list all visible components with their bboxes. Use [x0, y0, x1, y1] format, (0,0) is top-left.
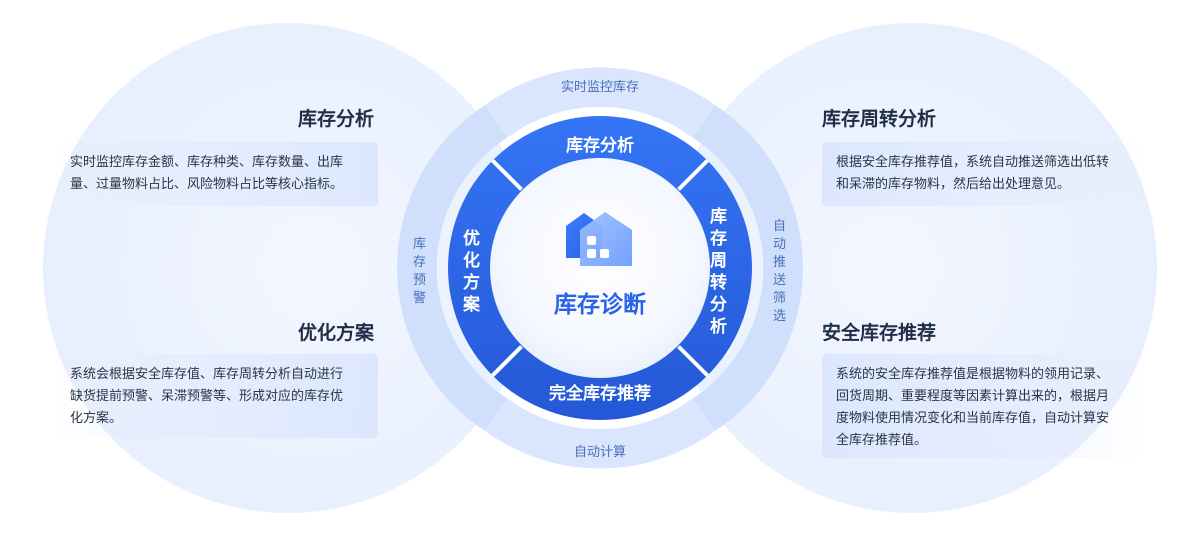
- ring-separators: [491, 159, 709, 377]
- ring-label-right-char: 析: [710, 317, 727, 337]
- ring-label-left-char: 优: [463, 229, 480, 249]
- panel-text-line: 系统会根据安全库存值、库存周转分析自动进行: [70, 367, 344, 382]
- band-label-right-char: 自: [773, 219, 787, 234]
- panel-top-left-heading: 库存分析: [298, 108, 375, 130]
- ring-label-right-char: 周: [710, 251, 727, 271]
- band-label-left: 库存预警: [413, 236, 426, 308]
- outer-band-bottom: [484, 398, 716, 469]
- ring-label-left-char: 化: [463, 251, 480, 271]
- panel-text-line: 量、过量物料占比、风险物料占比等核心指标。: [70, 177, 344, 192]
- band-label-left-char: 存: [413, 255, 427, 270]
- band-label-top: 实时监控库存: [560, 80, 639, 95]
- panel-bottom-right-card: 系统的安全库存推荐值是根据物料的领用记录、回货周期、重要程度等因素计算出来的，根…: [822, 354, 1144, 458]
- panel-top-left-card: 实时监控库存金额、库存种类、库存数量、出库量、过量物料占比、风险物料占比等核心指…: [56, 142, 378, 206]
- outer-band-top: [484, 67, 716, 138]
- band-label-right-char: 推: [773, 255, 787, 270]
- ring-label-top: 库存分析: [566, 136, 634, 156]
- ring-label-left-char: 案: [463, 295, 480, 315]
- ring-label-bottom: 完全库存推荐: [549, 384, 651, 404]
- band-label-left-char: 预: [413, 273, 427, 288]
- panel-text-line: 缺货提前预警、呆滞预警等、形成对应的库存优: [70, 389, 344, 404]
- center-circle: [490, 158, 710, 378]
- band-label-right-char: 送: [773, 273, 787, 288]
- ring-label-left: 优化方案: [463, 228, 480, 316]
- panel-text-line: 度物料使用情况变化和当前库存值，自动计算安: [836, 411, 1110, 426]
- band-label-right-char: 筛: [773, 291, 787, 306]
- outer-band-right: [692, 105, 803, 431]
- center-title: 库存诊断: [554, 292, 646, 318]
- panel-text-line: 实时监控库存金额、库存种类、库存数量、出库: [70, 155, 344, 170]
- panel-text-line: 全库存推荐值。: [836, 433, 928, 448]
- band-label-right-char: 动: [773, 237, 787, 252]
- warehouse-icon: [566, 212, 632, 266]
- panel-text-line: 和呆滞的库存物料，然后给出处理意见。: [836, 177, 1071, 192]
- ring-label-right-char: 转: [710, 273, 727, 293]
- band-label-right: 自动推送筛选: [773, 218, 786, 326]
- panel-text-line: 根据安全库存推荐值，系统自动推送筛选出低转: [836, 155, 1110, 170]
- band-label-left-char: 库: [413, 237, 427, 252]
- panel-top-right-heading: 库存周转分析: [822, 108, 937, 130]
- ring-label-right-char: 库: [710, 207, 727, 227]
- band-label-right-char: 选: [773, 309, 787, 324]
- panel-text-line: 化方案。: [70, 411, 123, 426]
- panel-bottom-right-heading: 安全库存推荐: [822, 322, 937, 344]
- panel-text-line: 系统的安全库存推荐值是根据物料的领用记录、: [836, 367, 1110, 382]
- panel-top-right-card: 根据安全库存推荐值，系统自动推送筛选出低转和呆滞的库存物料，然后给出处理意见。: [822, 142, 1144, 206]
- band-label-left-char: 警: [413, 291, 427, 306]
- ring-label-right-char: 存: [710, 229, 727, 249]
- ring-label-left-char: 方: [463, 273, 480, 293]
- outer-band: [397, 67, 803, 469]
- ring-label-right: 库存周转分析: [710, 206, 727, 338]
- outer-band-left: [397, 105, 508, 431]
- ring-label-right-char: 分: [710, 295, 727, 315]
- panel-text-line: 回货周期、重要程度等因素计算出来的，根据月: [836, 389, 1110, 404]
- panel-bottom-left-heading: 优化方案: [298, 322, 375, 344]
- band-label-bottom: 自动计算: [573, 445, 626, 460]
- panel-bottom-left-card: 系统会根据安全库存值、库存周转分析自动进行缺货提前预警、呆滞预警等、形成对应的库…: [56, 354, 378, 438]
